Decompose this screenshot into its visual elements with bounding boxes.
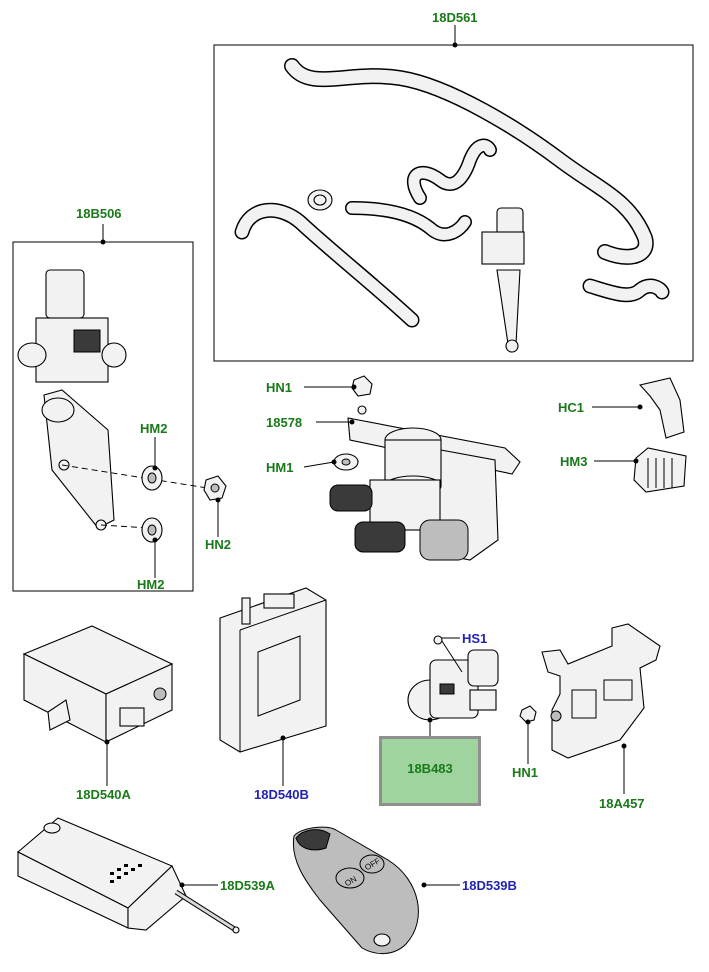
label-18D539A[interactable]: 18D539A xyxy=(220,878,275,893)
label-HM2-top[interactable]: HM2 xyxy=(140,421,168,436)
highlight-18B483[interactable]: 18B483 xyxy=(379,736,481,806)
label-18B506[interactable]: 18B506 xyxy=(76,206,122,221)
hose-kit-illustration xyxy=(213,25,694,362)
transmitter-illustration xyxy=(17,817,240,934)
control-module-b-illustration xyxy=(219,587,327,786)
label-18D540B[interactable]: 18D540B xyxy=(254,787,309,802)
label-18578[interactable]: 18578 xyxy=(266,415,303,430)
valve-assembly-illustration xyxy=(303,375,521,561)
label-HN1-top[interactable]: HN1 xyxy=(266,380,293,395)
label-18D540A[interactable]: 18D540A xyxy=(76,787,131,802)
label-HM1[interactable]: HM1 xyxy=(266,460,294,475)
label-HN1-bottom[interactable]: HN1 xyxy=(512,765,539,780)
label-HM2-bottom[interactable]: HM2 xyxy=(137,577,165,592)
label-18B483[interactable]: 18B483 xyxy=(407,761,453,776)
label-HC1[interactable]: HC1 xyxy=(558,400,585,415)
pump-illustration xyxy=(407,635,499,736)
mounting-bracket-illustration xyxy=(519,623,661,794)
label-18D539B[interactable]: 18D539B xyxy=(462,878,517,893)
valve-bracket-illustration xyxy=(12,224,227,592)
remote-key-illustration: ON OFF xyxy=(292,826,460,954)
clip-illustration xyxy=(592,377,687,493)
label-18D561[interactable]: 18D561 xyxy=(432,10,478,25)
label-HN2[interactable]: HN2 xyxy=(205,537,232,552)
label-HS1[interactable]: HS1 xyxy=(462,631,488,646)
label-18A457[interactable]: 18A457 xyxy=(599,796,645,811)
label-HM3[interactable]: HM3 xyxy=(560,454,588,469)
control-module-a-illustration xyxy=(22,625,174,786)
